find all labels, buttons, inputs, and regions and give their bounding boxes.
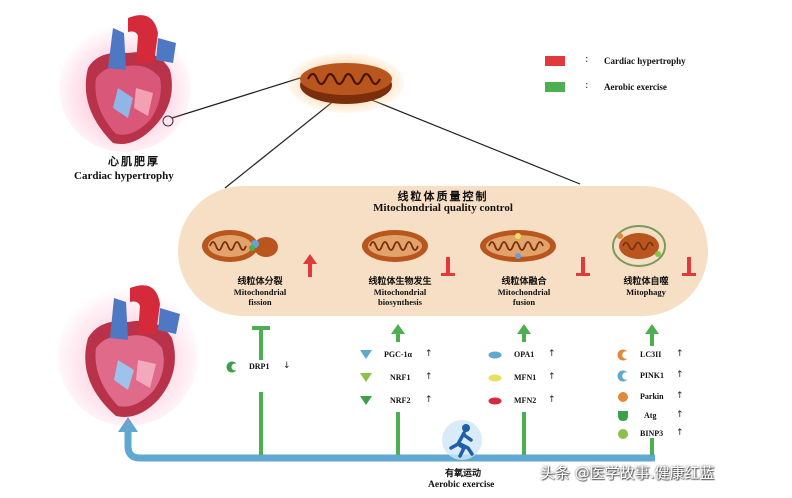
oval-icon: [488, 351, 502, 359]
marker-parkin-name: Parkin: [640, 392, 664, 401]
crescent-icon: [617, 370, 629, 382]
oval-icon: [488, 374, 502, 382]
marker-opa1-name: OPA1: [514, 350, 535, 359]
marker-binp3-name: BINP3: [640, 429, 664, 438]
triangle-icon: [360, 396, 372, 405]
marker-opa1-arrow: ↑: [548, 349, 556, 359]
mito-fission-icon: [202, 230, 278, 262]
process-fusion-label: 线粒体融合 Mitochondrial fusion: [497, 277, 551, 307]
marker-drp1-name: DRP1: [249, 362, 270, 371]
qc-title-zh: 线粒体质量控制: [397, 190, 489, 203]
marker-binp3-arrow: ↑: [676, 428, 684, 438]
mito-biosynthesis-icon: [362, 230, 428, 262]
circle-icon: [618, 392, 628, 402]
fission-increase-arrow-icon: [303, 254, 317, 277]
process-fission-label: 线粒体分裂 Mitochondrial fission: [233, 277, 287, 307]
mito-fusion-icon: [480, 230, 556, 262]
circle-icon: [618, 429, 628, 439]
process-biosynthesis-label: 线粒体生物发生 Mitochondrial biosynthesis: [368, 277, 432, 307]
watermark: 头条 @医学故事.健康红蓝: [540, 464, 715, 482]
marker-mfn2-name: MFN2: [514, 396, 537, 405]
heart-top-label-zh: 心肌肥厚: [108, 155, 160, 168]
exercise-label-en: Aerobic exercise: [428, 480, 495, 490]
legend-swatch-red: [545, 56, 565, 66]
legend-label-hypertrophy: Cardiac hypertrophy: [604, 56, 686, 66]
marker-pgc1a-arrow: ↑: [425, 349, 433, 359]
marker-pink1-arrow: ↑: [676, 370, 684, 380]
marker-parkin-arrow: ↑: [676, 391, 684, 401]
mito-mitophagy-icon: [612, 225, 666, 267]
marker-nrf2-arrow: ↑: [425, 395, 433, 405]
marker-lc3ii-arrow: ↑: [676, 349, 684, 359]
fusion-inhibit-icon: [576, 257, 590, 276]
legend-separator: :: [585, 54, 589, 65]
heart-hypertrophy-illustration: [59, 15, 191, 152]
marker-mfn1-arrow: ↑: [548, 372, 556, 382]
marker-mfn1-name: MFN1: [514, 373, 537, 382]
marker-pgc1a-name: PGC-1α: [384, 350, 413, 359]
marker-mfn2-arrow: ↑: [548, 395, 556, 405]
mitochondrion-illustration: [288, 53, 404, 113]
shield-icon: [618, 411, 628, 421]
triangle-icon: [360, 373, 372, 382]
legend-label-exercise: Aerobic exercise: [604, 82, 667, 92]
marker-atg-name: Atg: [644, 411, 657, 420]
marker-lc3ii-name: LC3II: [640, 350, 662, 359]
crescent-icon: [226, 361, 238, 373]
triangle-icon: [360, 350, 372, 359]
marker-nrf1-arrow: ↑: [425, 372, 433, 382]
heart-illustration: [58, 285, 198, 426]
marker-atg-arrow: ↑: [676, 410, 684, 420]
biosynthesis-inhibit-icon: [441, 257, 455, 276]
legend-separator-2: :: [585, 80, 589, 91]
marker-pink1-name: PINK1: [640, 371, 664, 380]
exercise-label-zh: 有氧运动: [445, 469, 482, 479]
legend-swatch-green: [545, 82, 565, 92]
marker-nrf1-name: NRF1: [390, 373, 411, 382]
runner-icon: [442, 420, 482, 460]
oval-icon: [488, 397, 502, 405]
crescent-icon: [617, 349, 629, 361]
marker-nrf2-name: NRF2: [390, 396, 411, 405]
marker-drp1-arrow: ↓: [283, 361, 291, 371]
qc-title-en: Mitochondrial quality control: [373, 202, 513, 214]
heart-top-label-en: Cardiac hypertrophy: [74, 170, 174, 182]
mitophagy-inhibit-icon: [682, 257, 696, 276]
process-mitophagy-label: 线粒体自噬 Mitophagy: [623, 277, 669, 297]
